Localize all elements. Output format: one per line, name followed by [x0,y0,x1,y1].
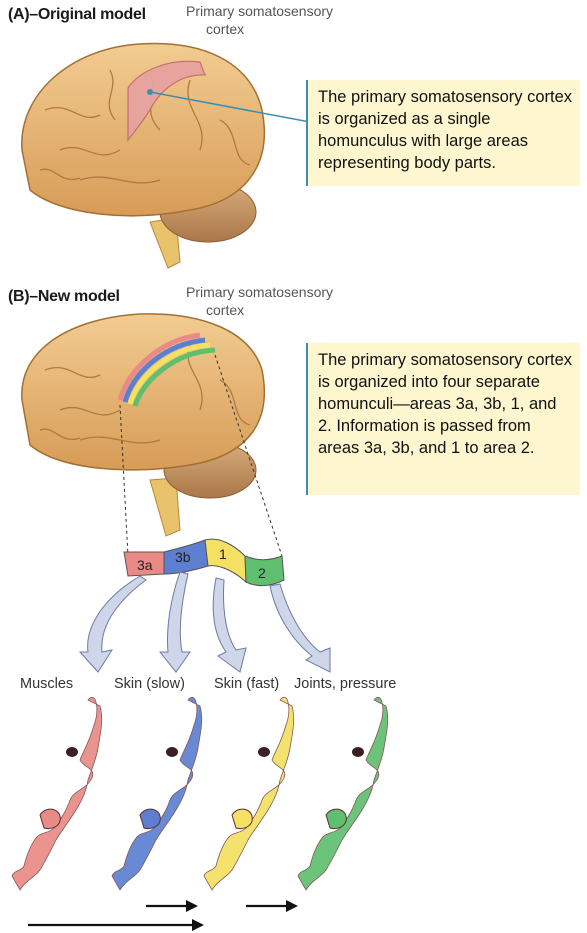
sulci-b [39,344,251,444]
arrow-1-to-2-head [286,900,298,912]
section-a-cortex-label: Primary somatosensory cortex [186,2,333,38]
cortex-label-line1: Primary somatosensory [186,3,334,19]
category-label-skin-fast: Skin (fast) [214,676,280,692]
callout-dot-a [147,89,153,95]
homunculus-lips-4 [352,747,364,757]
strip-label-3a: 3a [137,557,153,573]
band-3a [117,332,201,401]
homunculus-lips-3 [258,747,270,757]
arrow-icon-3a [78,575,147,673]
band-1 [127,342,211,405]
projection-line-left [119,404,129,557]
brain-illustration-b [21,313,283,557]
homunculus-hand-1 [39,808,61,829]
brain-illustration-a [21,42,311,269]
strip-label-1: 1 [219,546,227,562]
homunculus-hand-4 [325,808,347,829]
homunculus-figure-2 [111,697,203,891]
cerebrum-a [21,42,266,217]
projection-line-right [214,354,283,557]
callout-leader-a [149,91,311,123]
cortex-label-line2: cortex [206,21,245,37]
section-b-cortex-label: Primary somatosensory cortex [186,283,333,319]
category-label-skin-slow: Skin (slow) [114,676,185,692]
strip-label-3b: 3b [175,549,191,565]
homunculus-figure-4 [297,697,389,891]
homunculus-lips-2 [166,747,178,757]
arrow-3b-to-1-head [186,900,198,912]
band-3b [122,337,206,403]
transfer-arrows [28,900,298,931]
cortex-label-line1: Primary somatosensory [186,284,334,300]
strip-label-2: 2 [258,565,266,581]
section-a-title: (A)–Original model [8,6,146,23]
section-b-title: (B)–New model [8,288,120,305]
long-arrow-head [192,919,204,931]
strip-segment-2 [244,555,285,587]
arrow-icon-2 [269,583,331,673]
area-strip: 3a 3b 1 2 [123,538,285,587]
cortex-label-line2: cortex [206,302,245,318]
somatosensory-strip-a [127,60,206,142]
callout-box-a: The primary somatosensory cortex is orga… [306,80,580,186]
homunculus-group [11,697,389,891]
homunculus-lips-1 [66,747,78,757]
homunculus-figure-3 [203,697,295,891]
category-label-muscles: Muscles [20,676,74,692]
band-2 [132,347,216,407]
arrow-icon-3b [158,571,191,673]
homunculus-hand-3 [231,808,253,829]
flow-arrows [78,571,331,673]
category-label-joints-pressure: Joints, pressure [294,676,397,692]
callout-box-b: The primary somatosensory cortex is orga… [306,343,580,495]
homunculus-figure-1 [11,697,103,891]
arrow-icon-1 [212,577,247,673]
homunculus-hand-2 [139,808,161,829]
